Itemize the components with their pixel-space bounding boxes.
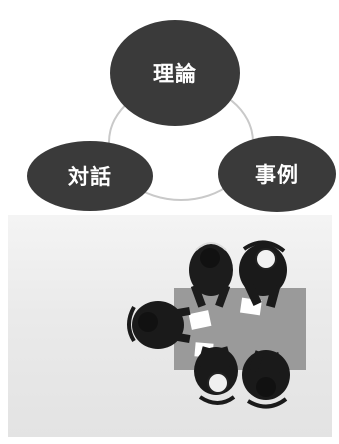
node-theory-label: 理論: [153, 62, 197, 86]
person-bottom: [194, 346, 238, 405]
meeting-illustration: [8, 215, 332, 437]
meeting-people-icon: [127, 240, 306, 409]
node-case: 事例: [218, 136, 336, 212]
person-top-right: [239, 240, 287, 308]
person-top: [189, 242, 233, 308]
person-bottom-right: [242, 350, 290, 409]
node-case-label: 事例: [255, 163, 299, 187]
person-left: [127, 301, 191, 349]
node-dialogue: 対話: [27, 141, 153, 211]
cycle-diagram: 理論 対話 事例: [0, 0, 339, 212]
node-dialogue-label: 対話: [68, 165, 112, 189]
node-theory: 理論: [110, 20, 240, 126]
